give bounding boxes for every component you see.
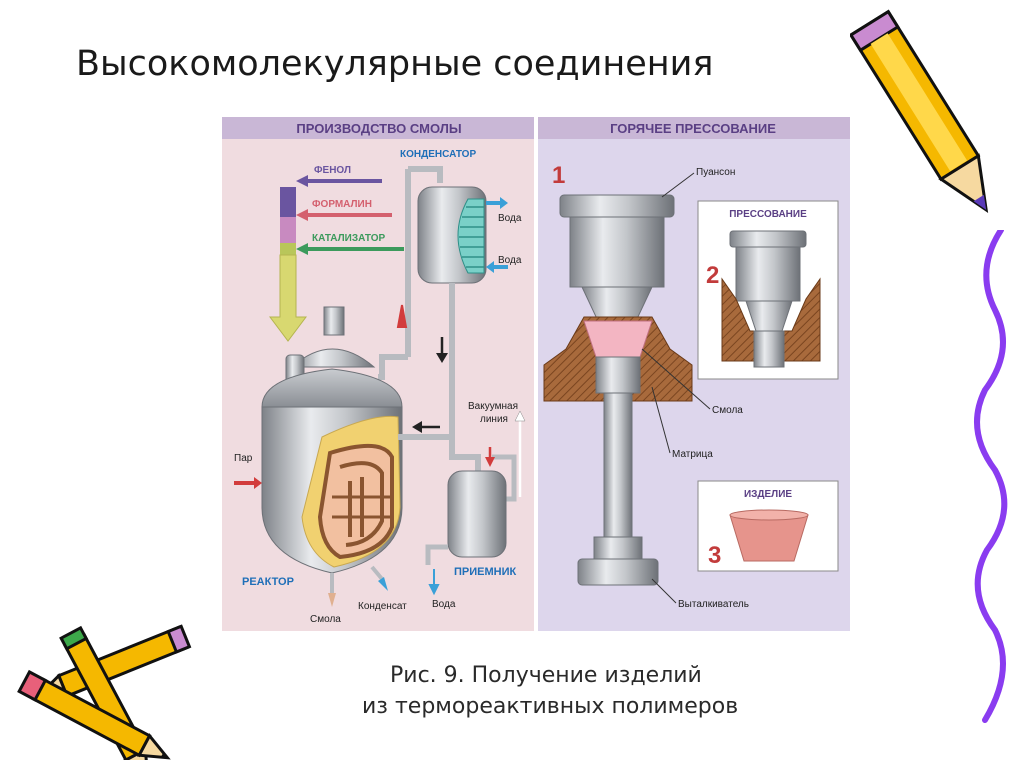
- caption-line-2: из термореактивных полимеров: [362, 694, 739, 719]
- pressing-title: ПРЕССОВАНИЕ: [729, 209, 807, 220]
- catalyst-arrow: [296, 243, 404, 255]
- phenol-arrow: [296, 175, 382, 187]
- figure-caption: Рис. 9. Получение изделий из термореакти…: [362, 660, 822, 722]
- crossed-pencils-icon: [17, 624, 192, 760]
- reactor-label: РЕАКТОР: [242, 576, 294, 588]
- right-header: ГОРЯЧЕЕ ПРЕССОВАНИЕ: [610, 121, 776, 136]
- catalyst-label: КАТАЛИЗАТОР: [312, 233, 385, 244]
- ejector: [595, 356, 641, 394]
- condenser-label: КОНДЕНСАТОР: [400, 149, 476, 160]
- water-out-label: Вода: [498, 213, 522, 224]
- product-bowl: [729, 514, 809, 562]
- vacuum-line-label: Вакуумная линия: [468, 401, 521, 425]
- product-title: ИЗДЕЛИЕ: [744, 489, 792, 500]
- step3-number: 3: [708, 542, 721, 569]
- resin-charge: [583, 320, 653, 358]
- figure: ПРОИЗВОДСТВО СМОЛЫ ГОРЯЧЕЕ ПРЕССОВАНИЕ Ф…: [222, 117, 850, 631]
- water-in-label: Вода: [498, 255, 522, 266]
- receiver-label: ПРИЕМНИК: [454, 566, 516, 578]
- condensate-label: Конденсат: [358, 601, 407, 612]
- squiggle-icon: [974, 230, 1008, 723]
- reactor-motor: [323, 306, 345, 336]
- steam-label: Пар: [234, 453, 253, 464]
- left-header: ПРОИЗВОДСТВО СМОЛЫ: [296, 121, 461, 136]
- ejector-label: Выталкиватель: [678, 599, 749, 610]
- caption-line-1: Рис. 9. Получение изделий: [390, 663, 702, 688]
- resin-label: Смола: [712, 405, 743, 416]
- feed-arrow: [269, 254, 307, 342]
- phenol-label: ФЕНОЛ: [314, 165, 351, 176]
- die-label: Матрица: [672, 449, 713, 460]
- punch-label: Пуансон: [696, 167, 735, 178]
- resin-out-label: Смола: [310, 614, 341, 625]
- step1-number: 1: [552, 162, 565, 189]
- slide-title: Высокомолекулярные соединения: [76, 44, 714, 84]
- step2-number: 2: [706, 262, 719, 289]
- receiver-water-label: Вода: [432, 599, 456, 610]
- punch: [559, 194, 675, 218]
- formalin-arrow: [296, 209, 392, 221]
- receiver: [447, 470, 507, 558]
- formalin-label: ФОРМАЛИН: [312, 199, 372, 210]
- pencil-icon: [850, 9, 989, 214]
